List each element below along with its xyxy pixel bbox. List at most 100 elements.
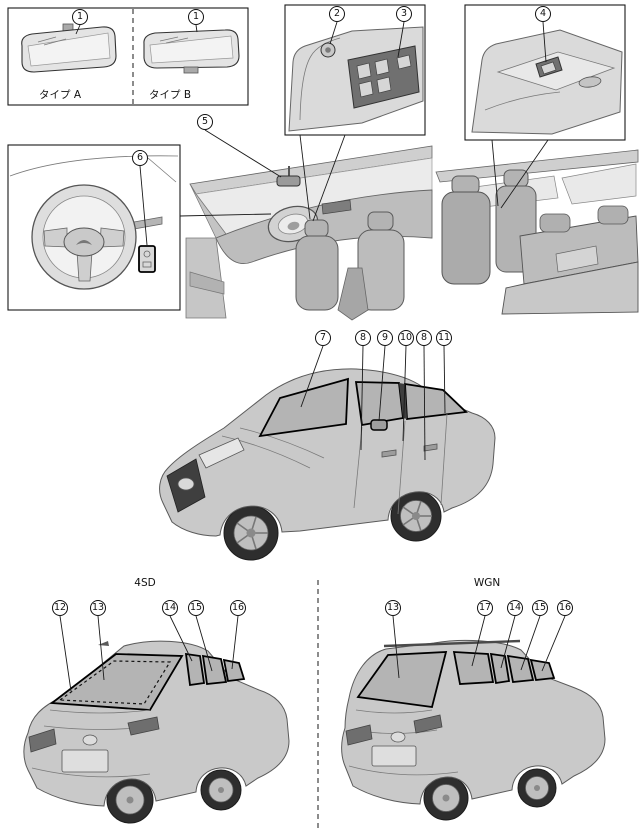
sedan-exterior-front-view [159, 368, 496, 561]
callout-number: 8 [420, 332, 428, 344]
callout-number: 13 [386, 602, 400, 614]
inset-rear-door-switch-box [464, 4, 626, 141]
callout-8-rear-power-window: 8 [416, 330, 432, 346]
callout-13-rear-window-sedan: 13 [90, 600, 106, 616]
rear-window-defogger-area [58, 660, 172, 705]
front-cabin-view [185, 145, 433, 321]
front-door-handle [381, 449, 397, 458]
trunk-emblem [82, 734, 98, 746]
sedan-quarter-glass [184, 652, 206, 687]
wagon-rear-window-glass [356, 651, 448, 708]
callout-number: 17 [478, 602, 492, 614]
license-plate [61, 749, 109, 773]
callout-15-rear-door-glass-sedan: 15 [188, 600, 204, 616]
rear-bench-cushion [501, 261, 639, 315]
brand-emblem-small [76, 240, 92, 245]
wagon-rear-wheel [423, 775, 469, 821]
callout-number: 16 [231, 602, 245, 614]
label-mirror-type-a: タイプ A [38, 89, 82, 101]
window-switch-4 [376, 76, 392, 94]
label-body-style-wagon: WGN [473, 577, 501, 589]
rear-door-handle [423, 443, 438, 452]
callout-number: 2 [333, 8, 341, 20]
steering-wheel-inset [9, 155, 179, 290]
rear-roof-edge [435, 149, 639, 183]
callout-6-mirror-control: 6 [132, 150, 148, 166]
mirror-control-switch [138, 245, 156, 273]
callout-number: 15 [533, 602, 547, 614]
callout-7-windshield: 7 [315, 330, 331, 346]
callout-number: 13 [91, 602, 105, 614]
rearview-mirror-type-b [143, 29, 240, 74]
callout-number: 11 [437, 332, 451, 344]
callout-number: 14 [508, 602, 522, 614]
window-switch-3 [358, 80, 374, 98]
callout-number: 1 [76, 11, 84, 23]
mirror-b-button [183, 66, 199, 74]
callout-3-window-switches: 3 [396, 6, 412, 22]
callout-number: 16 [558, 602, 572, 614]
wagon-cargo-glass [452, 651, 495, 685]
wagon-rear-door-glass [506, 654, 535, 683]
wagon-rear-view [341, 639, 606, 821]
windshield-glass [258, 377, 349, 438]
callout-13-rear-window-wagon: 13 [385, 600, 401, 616]
callout-number: 4 [539, 8, 547, 20]
shark-fin-antenna [98, 641, 109, 646]
wiper-stalk [133, 216, 163, 230]
callout-9-door-mirror: 9 [377, 330, 393, 346]
sedan-rear-door-glass [201, 654, 228, 685]
rear-door-switch-panel [471, 29, 623, 135]
lock-knob-pin [325, 47, 331, 53]
callout-5-mirror-mount: 5 [197, 114, 213, 130]
wagon-emblem [390, 731, 406, 743]
rear-armrest [555, 245, 599, 273]
window-switch-2 [374, 58, 390, 76]
callout-number: 8 [359, 332, 367, 344]
wagon-taillight-right [413, 714, 443, 734]
callout-number: 3 [400, 8, 408, 20]
front-wheel [223, 505, 279, 561]
callout-1-mirror-type-a: 1 [72, 9, 88, 25]
window-switch-1 [356, 62, 372, 80]
center-display [321, 199, 352, 215]
wagon-front-wheel [517, 768, 557, 808]
callout-number: 7 [319, 332, 327, 344]
callout-12-defogger: 12 [52, 600, 68, 616]
sedan-front-wheel [200, 769, 242, 811]
leader-lines [59, 21, 566, 692]
inset-steering-box [7, 144, 181, 311]
center-console [337, 267, 369, 321]
rearview-mirror-type-a [21, 23, 117, 73]
rear-cabin-view [435, 149, 639, 315]
inset-mirrors-box [7, 7, 249, 106]
callout-number: 9 [381, 332, 389, 344]
callout-number: 14 [163, 602, 177, 614]
callout-number: 12 [53, 602, 67, 614]
label-mirror-type-b: タイプ B [148, 89, 192, 101]
driver-seat [295, 235, 339, 311]
front-seatback-left [441, 191, 491, 285]
wagon-taillight-left [345, 724, 373, 746]
wagon-quarter-glass [489, 652, 511, 685]
roof-rail [383, 639, 521, 648]
wagon-license-plate [371, 745, 417, 767]
callout-14-quarter-glass-sedan: 14 [162, 600, 178, 616]
window-lock-switch [396, 54, 412, 70]
door-mirror [370, 419, 388, 431]
callout-11-rear-door-glass: 11 [436, 330, 452, 346]
callout-number: 5 [201, 116, 209, 128]
inset-front-door-switches-box [284, 4, 426, 136]
rear-side-window-right [561, 163, 637, 205]
callout-10-front-door-glass: 10 [398, 330, 414, 346]
callout-14-quarter-glass-wagon: 14 [507, 600, 523, 616]
front-door-switch-panel [288, 26, 424, 132]
b-pillar [399, 383, 407, 419]
brand-emblem [177, 477, 195, 491]
cabin-rearview-mirror [276, 175, 301, 187]
callout-4-rear-switch: 4 [535, 6, 551, 22]
rear-window-rocker [540, 61, 557, 75]
callout-number: 10 [399, 332, 413, 344]
rear-door-handle [578, 76, 602, 88]
